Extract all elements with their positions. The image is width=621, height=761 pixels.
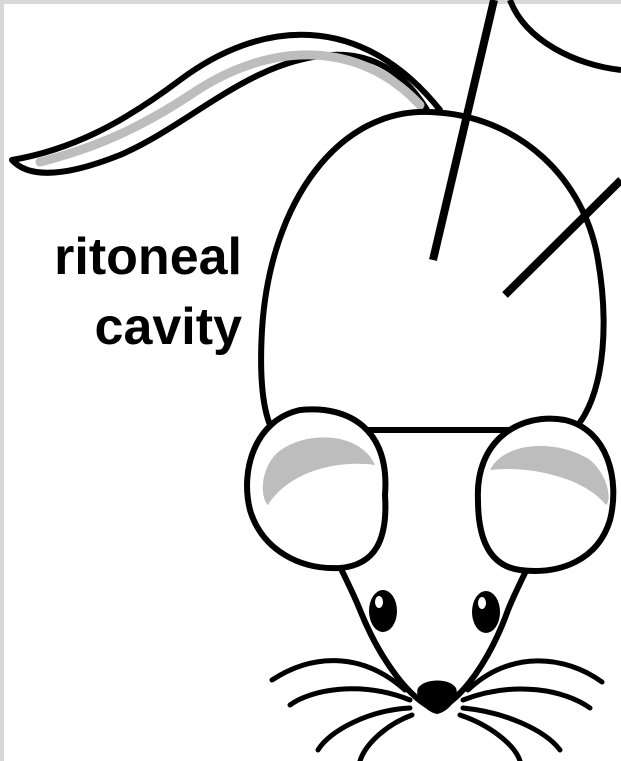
ear-icon: [247, 409, 385, 568]
nose-icon: [417, 681, 457, 715]
mouse-body: [261, 112, 604, 440]
needle-arc: [510, 0, 621, 70]
ear-icon: [478, 419, 613, 571]
eye-icon: [472, 591, 500, 633]
eye-icon: [369, 590, 397, 632]
